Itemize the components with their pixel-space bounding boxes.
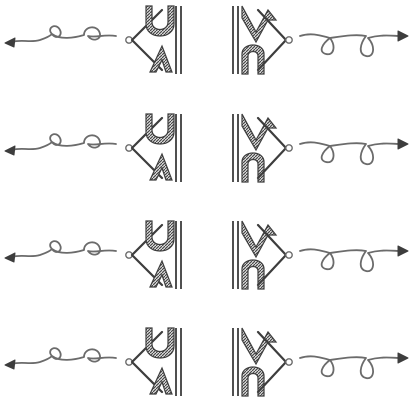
arrowhead-right (397, 30, 409, 42)
arrowhead-left (4, 145, 16, 156)
triangle-glyph-left-icon (125, 113, 182, 182)
symbol-row (4, 113, 409, 183)
looped-arrow-right-icon (299, 245, 409, 273)
arrowhead-left (4, 252, 16, 263)
symbol-row (4, 220, 409, 290)
symbol-row (4, 327, 409, 397)
triangle-glyph-left-icon (125, 327, 182, 396)
arrowhead-right (397, 138, 409, 150)
looped-arrow-left-icon (4, 25, 117, 48)
arrowhead-right (397, 352, 409, 364)
looped-arrow-left-icon (4, 240, 117, 263)
arrowhead-right (397, 245, 409, 257)
triangle-glyph-right-icon (232, 220, 293, 290)
looped-arrow-right-icon (299, 30, 409, 58)
looped-arrow-right-icon (299, 138, 409, 166)
symbol-row (4, 5, 409, 75)
triangle-glyph-right-icon (232, 327, 293, 397)
triangle-glyph-right-icon (232, 113, 293, 183)
triangle-glyph-right-icon (232, 5, 293, 75)
looped-arrow-left-icon (4, 133, 117, 156)
triangle-glyph-left-icon (125, 220, 182, 289)
arrowhead-left (4, 37, 16, 48)
triangle-glyph-left-icon (125, 5, 182, 74)
arrowhead-left (4, 359, 16, 370)
looped-arrow-left-icon (4, 347, 117, 370)
looped-arrow-right-icon (299, 352, 409, 380)
